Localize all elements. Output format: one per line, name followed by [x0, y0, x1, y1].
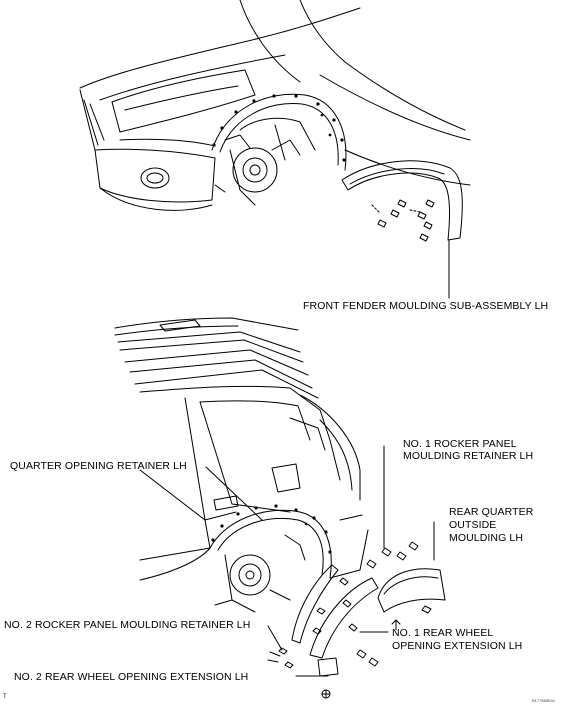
no1-rocker-panel-label-line2: MOULDING RETAINER LH [403, 450, 534, 462]
no1-rear-wheel-ext-label-line2: OPENING EXTENSION LH [392, 640, 523, 652]
rear-quarter-label-line1: REAR QUARTER [449, 506, 534, 518]
no2-rear-wheel-ext-label: NO. 2 REAR WHEEL OPENING EXTENSION LH [14, 671, 249, 683]
rear-quarter-label-line2: OUTSIDE [449, 519, 497, 531]
quarter-opening-retainer-label: QUARTER OPENING RETAINER LH [10, 460, 187, 472]
corner-mark: T [3, 694, 7, 700]
no1-rocker-panel-label-line1: NO. 1 ROCKER PANEL [403, 438, 517, 450]
no2-rocker-panel-label: NO. 2 ROCKER PANEL MOULDING RETAINER LH [4, 619, 251, 631]
front-fender-moulding-label: FRONT FENDER MOULDING SUB-ASSEMBLY LH [303, 300, 549, 312]
front-vehicle-illustration [79, 0, 471, 211]
figure-code: B177865E01 [532, 698, 556, 703]
front-fender-moulding-part [341, 160, 463, 299]
rear-quarter-label-line3: MOULDING LH [449, 532, 524, 544]
no1-rear-wheel-ext-label-line1: NO. 1 REAR WHEEL [392, 627, 494, 639]
rear-moulding-parts [205, 445, 446, 699]
